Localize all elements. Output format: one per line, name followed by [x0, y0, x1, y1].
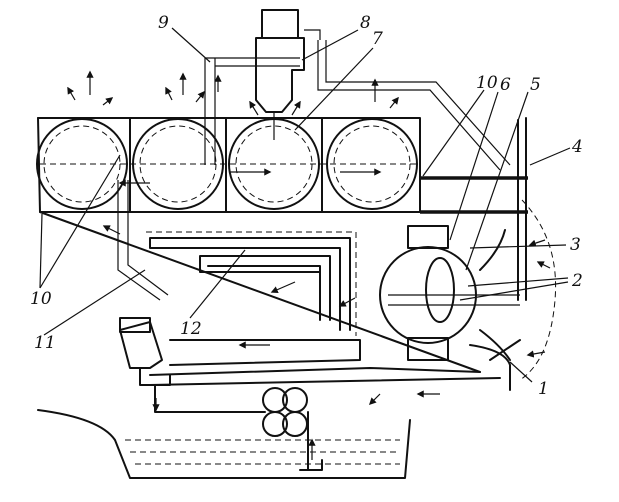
cylinder-2: [132, 118, 224, 210]
return-lines: [149, 339, 501, 386]
injector-pump: [255, 9, 321, 140]
block-bottom-plate: [39, 211, 481, 373]
callout-5: 5: [530, 75, 541, 95]
cylinders: [36, 118, 420, 210]
callout-3: 3: [570, 235, 581, 255]
callout-10-left: 10: [30, 289, 52, 309]
callout-labels: 1 2 3 4 5 6 7 8 9 10 10 11 12: [30, 13, 583, 399]
callout-12: 12: [180, 319, 202, 339]
callout-7: 7: [372, 29, 383, 49]
callout-2: 2: [571, 271, 583, 291]
cylinder-block: [37, 117, 528, 214]
callout-9: 9: [158, 13, 169, 33]
callout-10-right: 10: [476, 73, 498, 93]
block-passages: [117, 40, 511, 301]
fan-bottom-cap: [407, 337, 449, 361]
cylinder-4: [326, 118, 418, 210]
callout-1: 1: [538, 379, 549, 399]
cylinder-1: [36, 118, 128, 210]
fan-top-cap: [407, 225, 449, 249]
fan-housing: [379, 199, 557, 391]
oil-cooler-coil: [146, 231, 357, 336]
callout-11: 11: [34, 333, 56, 353]
callout-8: 8: [360, 13, 371, 33]
fan-rotor: [425, 257, 455, 323]
flow-arrows: [67, 70, 551, 460]
oil-filter: [119, 317, 266, 413]
callout-4: 4: [571, 137, 583, 157]
callout-6: 6: [500, 75, 511, 95]
control-rod: [517, 117, 527, 301]
oil-sump: [37, 409, 411, 479]
leader-lines: [39, 27, 571, 383]
oil-pump: [262, 387, 323, 471]
